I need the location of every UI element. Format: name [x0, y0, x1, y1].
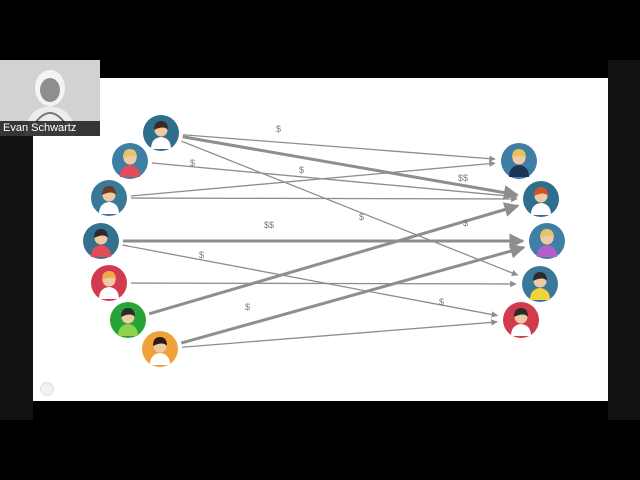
payment-amount-label: $: [439, 297, 444, 307]
payment-amount-label: $: [199, 250, 204, 260]
payment-arrow: [130, 195, 518, 203]
payment-amount-label: $: [463, 218, 468, 228]
payment-arrow: [130, 280, 517, 288]
redhead-woman-blue-avatar: [523, 181, 559, 217]
payment-amount-label: $: [245, 302, 250, 312]
payment-arrow: [148, 202, 520, 316]
payment-arrows: [122, 134, 526, 348]
brunette-woman-blue-avatar: [91, 180, 127, 216]
blonde-woman-red-avatar: [91, 265, 127, 301]
man-in-suit-blue-avatar: [501, 143, 537, 179]
payment-arrow: [180, 243, 526, 345]
bearded-man-red-avatar: [503, 302, 539, 338]
payment-amount-label: $$: [264, 220, 274, 230]
payment-arrow: [122, 244, 499, 318]
slide-indicator-dot: [40, 382, 54, 396]
curly-haired-woman-orange-avatar: [142, 331, 178, 367]
payment-arrow: [181, 140, 519, 276]
payment-amount-label: $$: [458, 173, 468, 183]
payment-arrow: [182, 135, 519, 200]
payment-arrow: [151, 162, 518, 200]
right-letterbox: [608, 60, 640, 420]
payment-arrow: [182, 134, 496, 162]
presenter-webcam: Evan Schwartz: [0, 60, 100, 136]
payment-amount-label: $: [299, 165, 304, 175]
payment-amount-label: $: [359, 212, 364, 222]
people-avatars: [83, 115, 565, 367]
woman-yellow-shirt-avatar: [522, 266, 558, 302]
blonde-man-blue-avatar: [112, 143, 148, 179]
payment-amount-label: $: [276, 124, 281, 134]
payment-amount-label: $: [190, 158, 195, 168]
bearded-man-teal-avatar: [143, 115, 179, 151]
presenter-name: Evan Schwartz: [0, 121, 100, 136]
payment-arrow: [181, 319, 498, 348]
payment-labels: $$$$$$$$$$$$: [190, 124, 468, 312]
blonde-man-purple-shirt-avatar: [529, 223, 565, 259]
woman-green-avatar: [110, 302, 146, 338]
dark-haired-man-blue-avatar: [83, 223, 119, 259]
payment-arrow: [130, 160, 496, 197]
